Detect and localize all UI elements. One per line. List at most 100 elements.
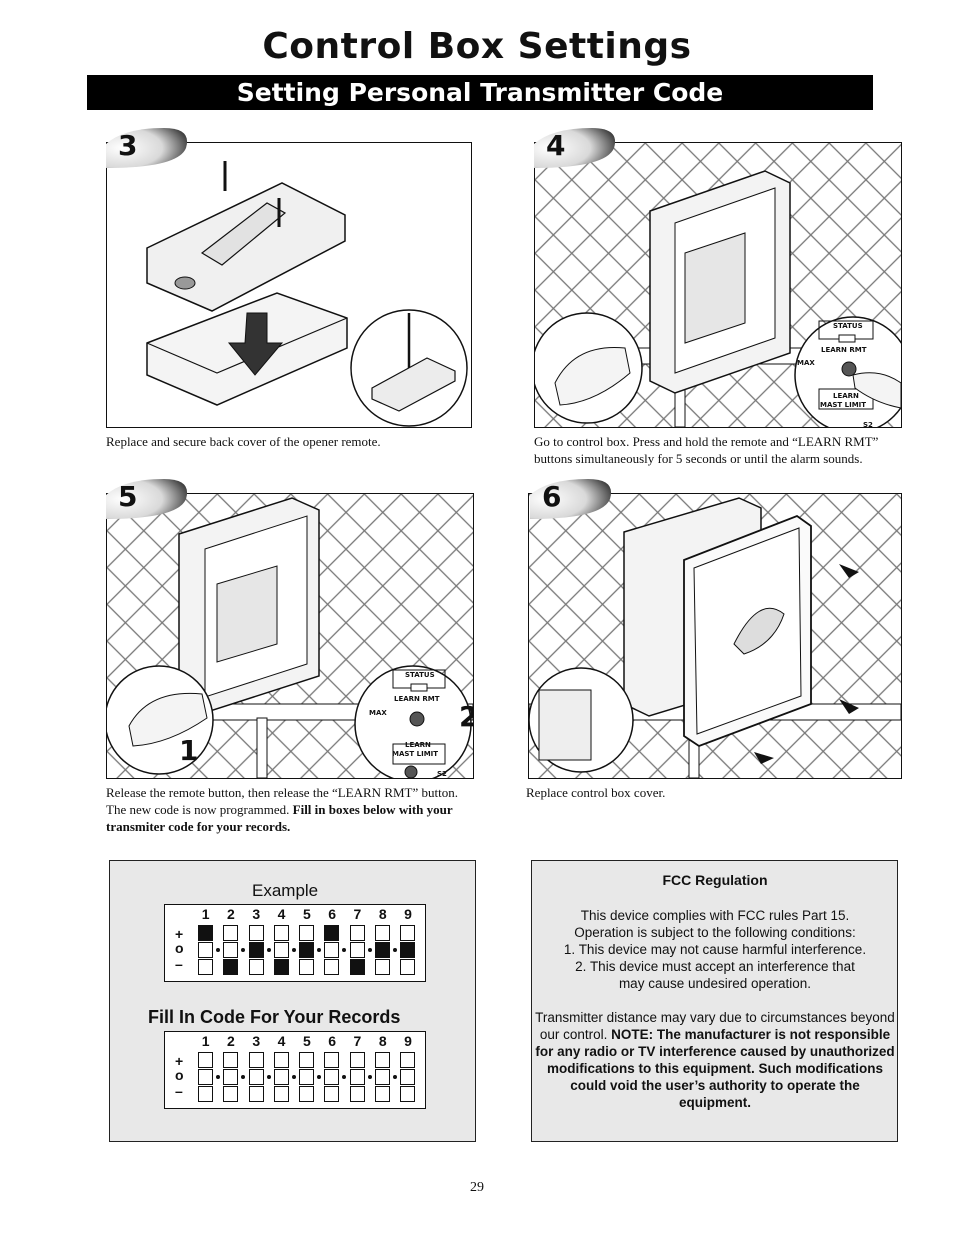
- learn-rmt-label: LEARN RMT: [394, 695, 440, 703]
- switch-cell[interactable]: [375, 1069, 391, 1085]
- fcc-title: FCC Regulation: [662, 872, 768, 888]
- record-switch: [218, 1052, 246, 1102]
- switch-cell: [400, 942, 416, 958]
- switch-cell[interactable]: [198, 1052, 213, 1068]
- switch-cell: [273, 925, 289, 941]
- position-symbol: +: [175, 1053, 184, 1069]
- separator-dot: [342, 948, 347, 952]
- switch-cell: [223, 942, 239, 958]
- switch-cell[interactable]: [400, 1069, 416, 1085]
- switch-cell: [349, 925, 365, 941]
- switch-cell: [324, 959, 340, 975]
- step-4-number: 4: [546, 129, 566, 162]
- step-5-caption: Release the remote button, then release …: [106, 784, 472, 835]
- switch-cell: [375, 925, 391, 941]
- switch-cell[interactable]: [198, 1086, 213, 1102]
- switch-cell[interactable]: [324, 1069, 340, 1085]
- step-3-caption: Replace and secure back cover of the ope…: [106, 434, 381, 449]
- example-switch: [269, 925, 296, 975]
- fcc-panel: [531, 860, 898, 1142]
- example-switch-number: 7: [353, 906, 362, 922]
- switch-cell[interactable]: [198, 1069, 213, 1085]
- switch-cell[interactable]: [400, 1052, 416, 1068]
- step-6-badge: 6: [528, 477, 618, 521]
- record-switch-number: 5: [302, 1033, 311, 1049]
- step-5-caption-text: Release the remote button, then release …: [106, 785, 458, 817]
- step-3-illustration: [106, 142, 472, 428]
- switch-cell: [273, 942, 289, 958]
- switch-cell: [299, 959, 315, 975]
- example-switch-number: 2: [227, 906, 235, 922]
- switch-cell: [375, 959, 391, 975]
- switch-cell[interactable]: [299, 1086, 315, 1102]
- page-number: 29: [470, 1180, 484, 1195]
- switch-cell[interactable]: [248, 1052, 264, 1068]
- switch-cell[interactable]: [223, 1069, 239, 1085]
- step-4-illustration: STATUS LEARN RMT MAX LEARN MAST LIMIT S2: [534, 142, 902, 428]
- page-title: Control Box Settings: [262, 26, 692, 67]
- record-switch-number: 9: [404, 1033, 412, 1049]
- step-5-number: 5: [118, 480, 138, 513]
- step-5-illustration: STATUS LEARN RMT MAX LEARN MAST LIMIT S2…: [106, 493, 474, 779]
- example-switch: [193, 925, 220, 975]
- switch-cell: [299, 925, 315, 941]
- switch-cell[interactable]: [400, 1086, 416, 1102]
- switch-cell: [299, 942, 315, 958]
- separator-dot: [393, 1075, 398, 1079]
- status-label: STATUS: [833, 322, 863, 330]
- separator-dot: [342, 1075, 347, 1079]
- learn-label: LEARN: [833, 392, 859, 400]
- record-switch: [370, 1052, 398, 1102]
- switch-cell: [400, 925, 416, 941]
- record-switch: [345, 1052, 372, 1102]
- switch-cell[interactable]: [273, 1052, 289, 1068]
- switch-cell: [349, 942, 365, 958]
- learn-rmt-label: LEARN RMT: [821, 346, 867, 354]
- fcc-line-5: may cause undesired operation.: [618, 976, 812, 991]
- switch-cell[interactable]: [349, 1069, 365, 1085]
- switch-cell[interactable]: [248, 1086, 264, 1102]
- switch-cell[interactable]: [273, 1069, 289, 1085]
- switch-cell[interactable]: [349, 1086, 365, 1102]
- switch-cell[interactable]: [223, 1086, 239, 1102]
- switch-cell[interactable]: [248, 1069, 264, 1085]
- record-switch: [395, 1052, 420, 1102]
- record-switch: [294, 1052, 322, 1102]
- fcc-line-4: 2. This device must accept an interferen…: [575, 959, 855, 974]
- record-switch-number: 1: [201, 1033, 210, 1049]
- switch-cell[interactable]: [223, 1052, 239, 1068]
- example-switch: [319, 925, 347, 975]
- step-6-caption: Replace control box cover.: [526, 785, 666, 800]
- example-switch-number: 9: [404, 906, 412, 922]
- example-switch-number: 1: [201, 906, 210, 922]
- switch-cell: [273, 959, 289, 975]
- example-switch: [294, 925, 322, 975]
- max-label: MAX: [797, 359, 815, 367]
- switch-cell[interactable]: [299, 1052, 315, 1068]
- position-symbol: o: [175, 1067, 184, 1083]
- switch-cell[interactable]: [299, 1069, 315, 1085]
- example-switch-number: 3: [252, 906, 261, 922]
- switch-cell[interactable]: [324, 1052, 340, 1068]
- switch-cell[interactable]: [375, 1052, 391, 1068]
- example-title: Example: [252, 881, 319, 900]
- separator-dot: [317, 1075, 322, 1079]
- mast-limit-label: MAST LIMIT: [392, 750, 439, 758]
- example-switch-number: 8: [378, 906, 387, 922]
- switch-cell[interactable]: [324, 1086, 340, 1102]
- example-switch: [218, 925, 246, 975]
- record-switch: [193, 1052, 220, 1102]
- fcc-text: FCC Regulation This device complies with…: [534, 872, 896, 1111]
- position-symbol: –: [175, 956, 183, 972]
- record-switch-number: 6: [328, 1033, 337, 1049]
- separator-dot: [291, 948, 296, 952]
- switch-cell[interactable]: [349, 1052, 365, 1068]
- example-switch: [395, 925, 420, 975]
- record-switch: [269, 1052, 296, 1102]
- switch-cell[interactable]: [375, 1086, 391, 1102]
- record-switch-number: 3: [252, 1033, 261, 1049]
- switch-cell[interactable]: [273, 1086, 289, 1102]
- separator-dot: [216, 948, 220, 952]
- fcc-line-2: Operation is subject to the following co…: [574, 925, 856, 940]
- switch-cell: [248, 959, 264, 975]
